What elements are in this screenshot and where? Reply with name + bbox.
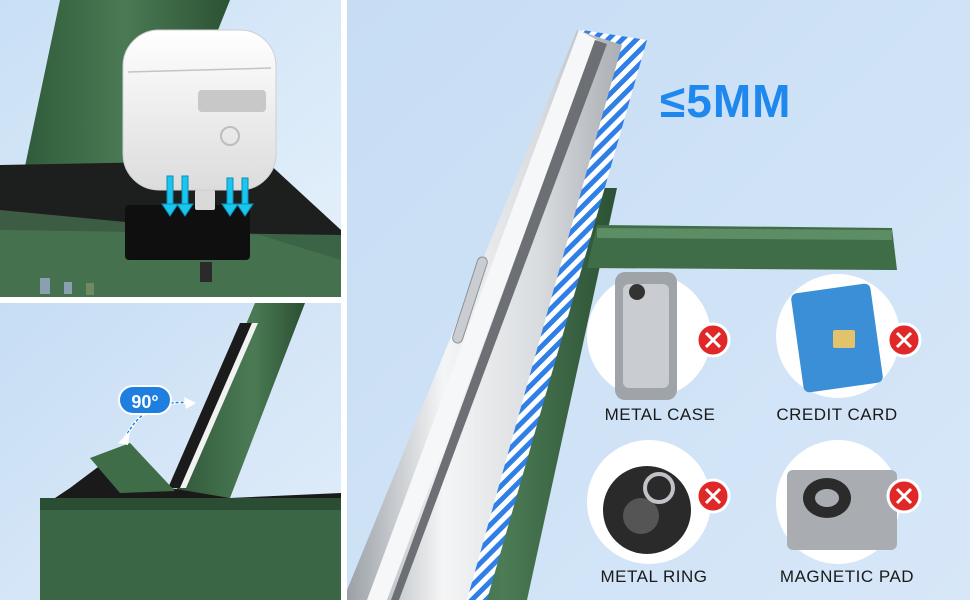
stand-angle-illustration bbox=[0, 303, 341, 600]
x-mark-icon bbox=[886, 478, 922, 514]
label-metal-case: METAL CASE bbox=[604, 405, 716, 424]
label-magnetic-pad: MAGNETIC PAD bbox=[779, 567, 915, 586]
phone-stand-illustration bbox=[347, 0, 970, 600]
lightning-connector bbox=[195, 190, 215, 210]
credit-card-thumb bbox=[776, 274, 900, 398]
earbuds-dock-illustration bbox=[0, 0, 341, 297]
x-mark-icon bbox=[695, 478, 731, 514]
case-label bbox=[198, 90, 266, 112]
stand-upright bbox=[175, 303, 305, 498]
charging-pad bbox=[125, 205, 250, 260]
case-button bbox=[220, 126, 240, 146]
compatibility-panel bbox=[347, 0, 970, 600]
x-mark-icon bbox=[886, 322, 922, 358]
angle-badge: 90° bbox=[118, 385, 172, 415]
angle-panel: 90° bbox=[0, 303, 341, 600]
x-mark-icon bbox=[695, 322, 731, 358]
metal-ring-thumb bbox=[587, 440, 711, 564]
phone-side-button bbox=[452, 256, 488, 344]
thickness-label: ≤5MM bbox=[660, 75, 792, 127]
magnetic-pad-thumb bbox=[776, 440, 900, 564]
label-credit-card: CREDIT CARD bbox=[776, 405, 898, 424]
stand-base bbox=[40, 498, 341, 600]
label-metal-ring: METAL RING bbox=[600, 567, 708, 586]
metal-case-thumb bbox=[587, 272, 711, 400]
earbuds-dock-panel bbox=[0, 0, 341, 297]
insert-arrows bbox=[161, 175, 254, 217]
